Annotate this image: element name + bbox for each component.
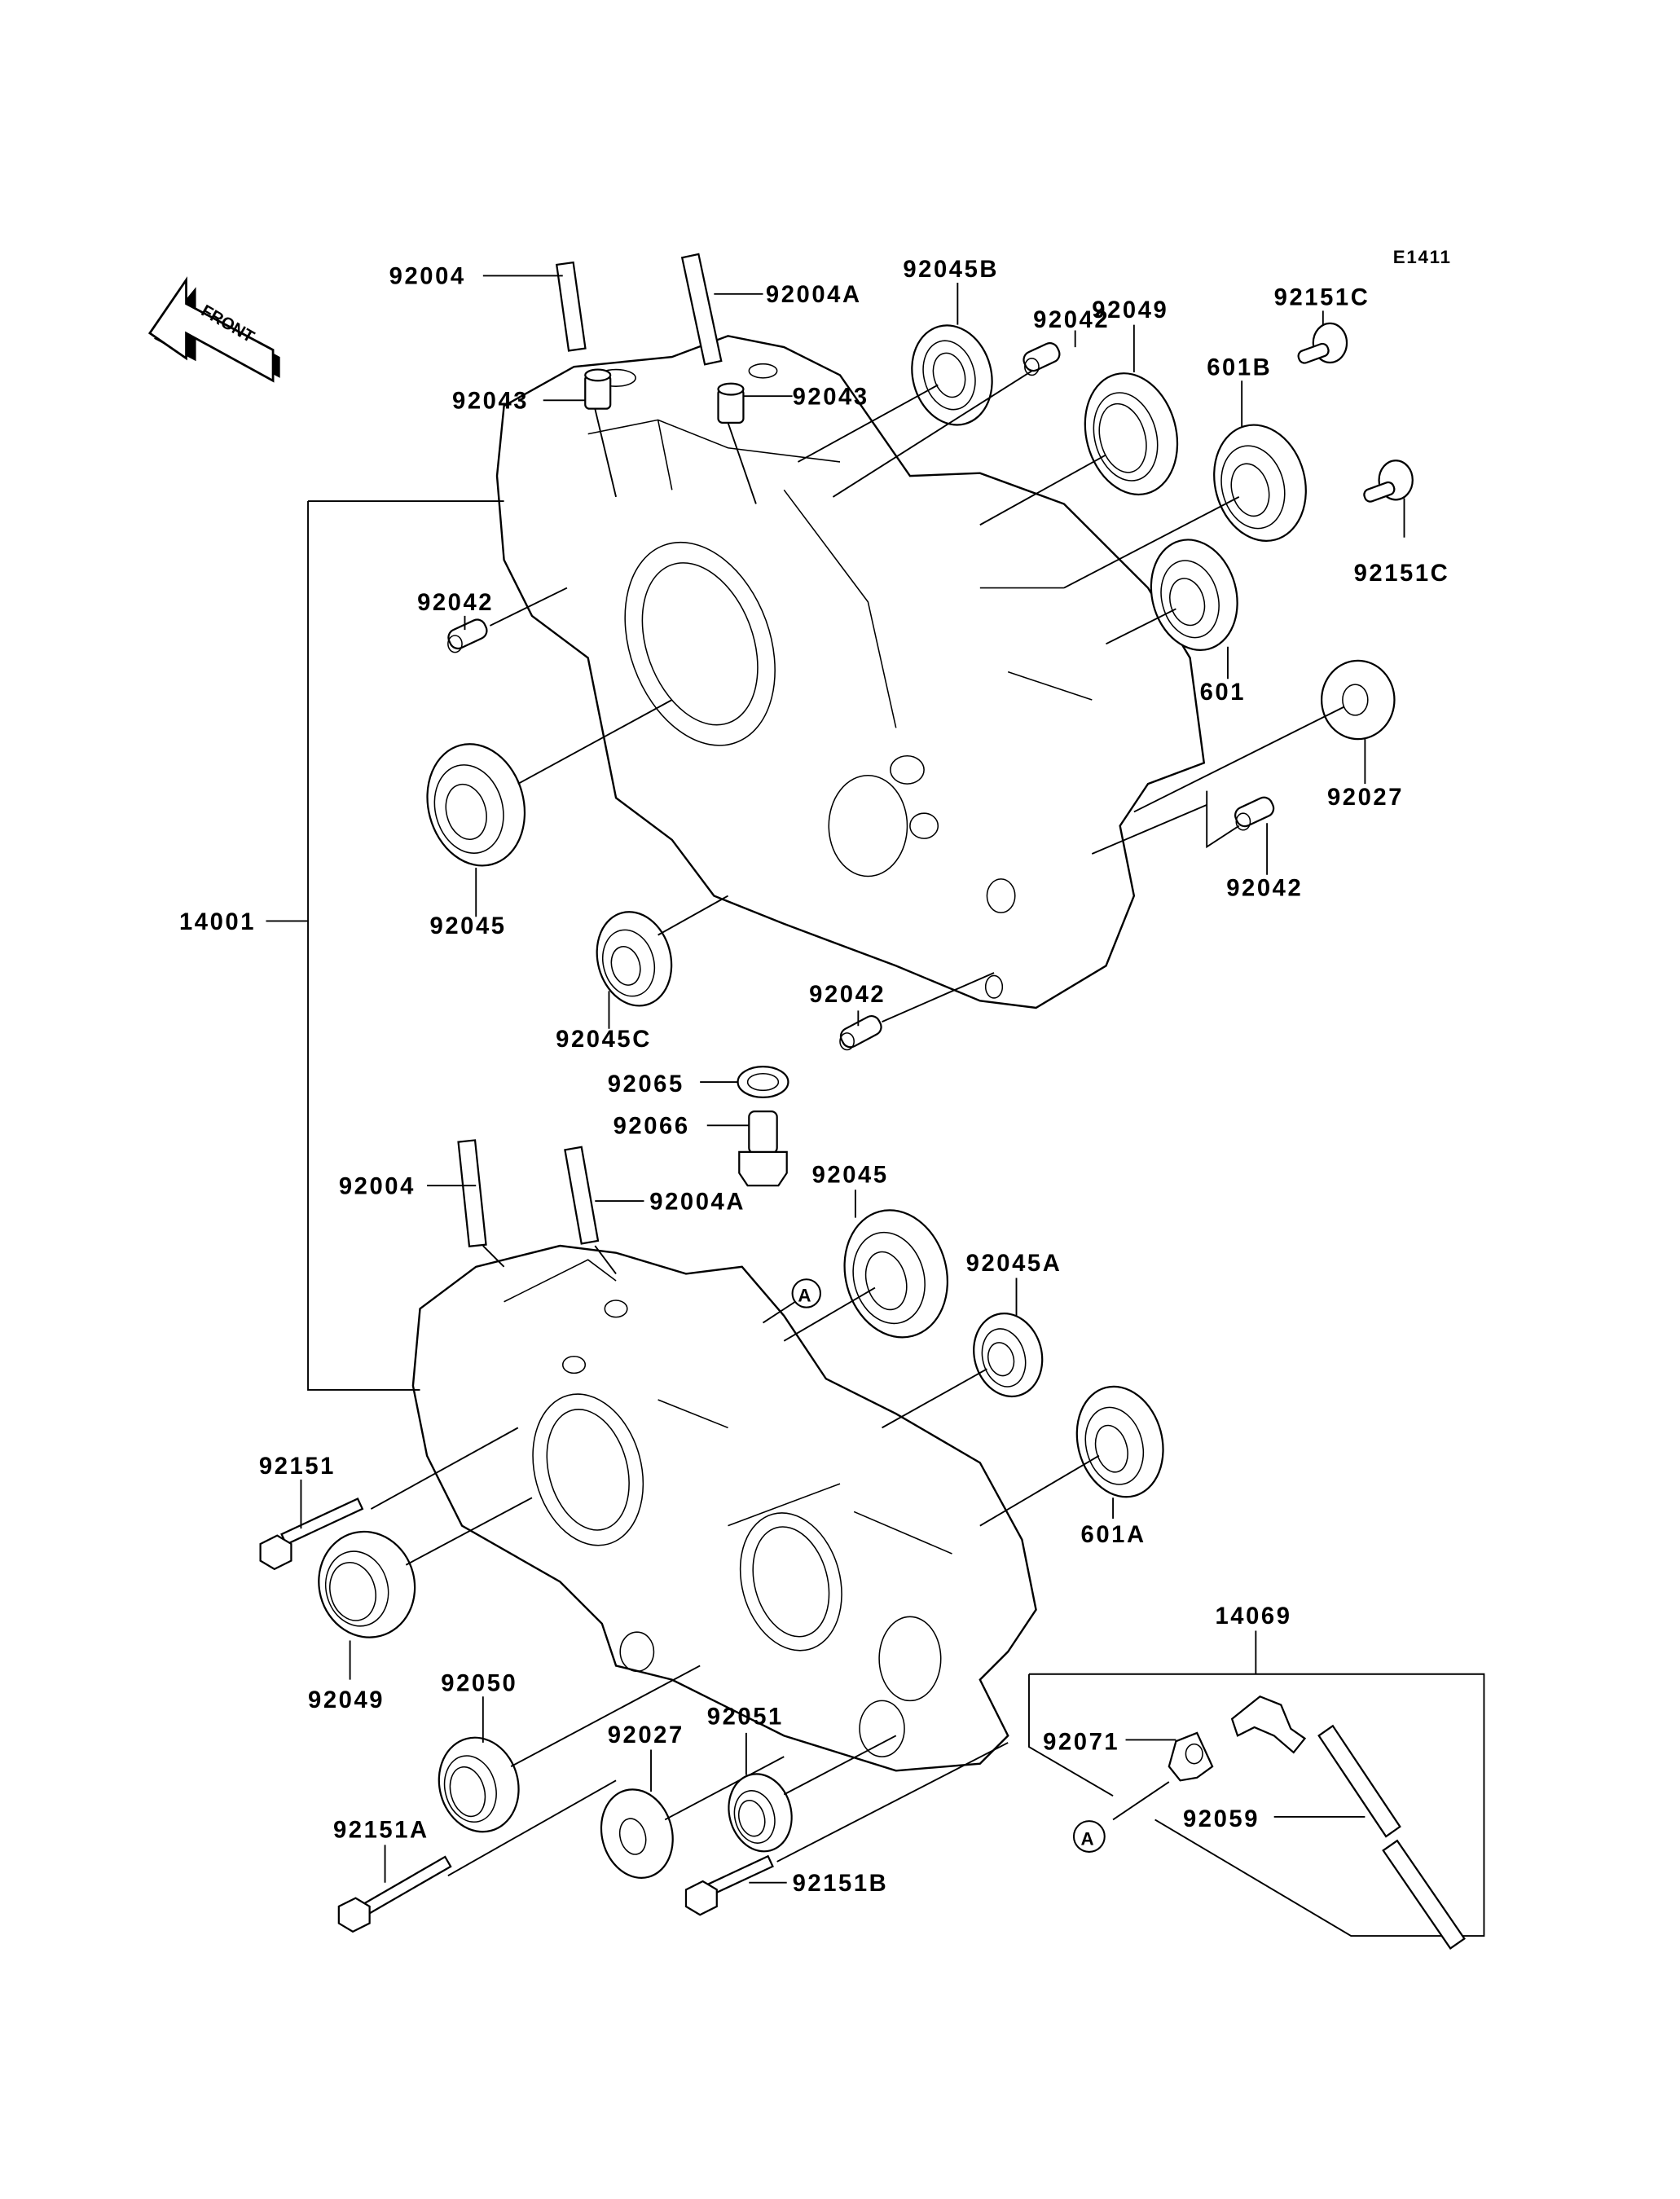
grommet-92071: 92071 — [1043, 1730, 1214, 1782]
svg-text:92027: 92027 — [1327, 785, 1404, 811]
lower-crankcase-half — [411, 1244, 1037, 1772]
svg-text:601A: 601A — [1081, 1522, 1146, 1548]
svg-text:A: A — [1081, 1828, 1094, 1849]
svg-text:92004: 92004 — [389, 264, 466, 290]
svg-text:92059: 92059 — [1183, 1806, 1260, 1832]
stud-92004A-upper: 92004A — [680, 253, 862, 366]
svg-text:92042: 92042 — [1033, 307, 1110, 333]
bolt-92151: 92151 — [259, 1427, 519, 1571]
assembly-bracket-14001: 14001 — [179, 500, 504, 1391]
label-14001: 14001 — [179, 909, 256, 935]
svg-text:92043: 92043 — [793, 385, 869, 411]
bolt-92151C-right: 92151C — [1354, 460, 1450, 587]
svg-text:92004: 92004 — [339, 1173, 416, 1199]
bearing-601B: 601B — [1063, 354, 1307, 589]
svg-text:92065: 92065 — [608, 1071, 684, 1097]
dowel-92043-left: 92043 — [452, 368, 617, 498]
svg-text:92049: 92049 — [308, 1687, 385, 1713]
drain-plug-92066: 92066 — [614, 1110, 788, 1187]
dowel-92043-right: 92043 — [717, 382, 869, 504]
svg-text:92004A: 92004A — [649, 1189, 745, 1215]
svg-text:92042: 92042 — [809, 982, 886, 1008]
svg-text:92151A: 92151A — [333, 1818, 429, 1844]
figure-code: E1411 — [1393, 247, 1452, 267]
svg-text:A: A — [798, 1286, 811, 1306]
svg-text:92051: 92051 — [707, 1704, 784, 1731]
stud-92004-lower: 92004 — [339, 1139, 505, 1268]
oil-seal-92050: 92050 — [438, 1665, 701, 1833]
reference-marker-a-box: A — [1072, 1781, 1170, 1853]
svg-text:92071: 92071 — [1043, 1730, 1119, 1756]
reference-marker-a-case: A — [762, 1278, 821, 1324]
svg-text:92045: 92045 — [430, 913, 507, 939]
dowel-92042-left: 92042 — [417, 587, 568, 653]
upper-crankcase-half — [495, 335, 1206, 1009]
svg-text:92049: 92049 — [1092, 297, 1168, 323]
tube-92059: 92059 — [1183, 1724, 1466, 1951]
svg-text:92151B: 92151B — [793, 1871, 889, 1897]
collar-92027-upper: 92027 — [1133, 659, 1404, 813]
bearing-601A: 601A — [979, 1385, 1164, 1548]
stud-92004A-lower: 92004A — [564, 1146, 745, 1274]
svg-text:92050: 92050 — [441, 1670, 517, 1696]
svg-text:601: 601 — [1200, 679, 1246, 706]
bearing-601: 601 — [1106, 539, 1246, 706]
bearing-92045A: 92045A — [882, 1251, 1062, 1429]
bolt-92151C-top: 92151C — [1274, 285, 1370, 364]
oil-seal-92049-lower: 92049 — [308, 1497, 533, 1713]
dowel-92042-right: 92042 — [1091, 790, 1303, 902]
oil-seal-92051: 92051 — [707, 1704, 897, 1853]
collar-92027-lower: 92027 — [600, 1722, 785, 1879]
stud-92004-upper: 92004 — [389, 261, 587, 352]
svg-text:92045A: 92045A — [966, 1251, 1062, 1277]
bolt-92151B: 92151B — [684, 1742, 1009, 1916]
svg-text:92043: 92043 — [452, 389, 529, 415]
dowel-92042-top: 92042 — [832, 307, 1110, 498]
bearing-92045B: 92045B — [797, 257, 999, 463]
svg-text:92045: 92045 — [812, 1163, 889, 1189]
svg-text:601B: 601B — [1207, 354, 1272, 380]
svg-text:92151: 92151 — [259, 1454, 336, 1480]
svg-text:92004A: 92004A — [766, 282, 862, 308]
bearing-92045C: 92045C — [556, 895, 728, 1053]
bearing-92045-lower: 92045 — [783, 1163, 949, 1342]
svg-text:92042: 92042 — [417, 590, 494, 616]
svg-text:92027: 92027 — [608, 1722, 684, 1748]
elbow-fitting — [1230, 1695, 1307, 1754]
svg-text:92151C: 92151C — [1354, 561, 1450, 587]
svg-text:92045C: 92045C — [556, 1027, 652, 1053]
bearing-92045-upper: 92045 — [426, 699, 673, 939]
svg-text:92042: 92042 — [1226, 876, 1303, 902]
front-arrow-icon: FRONT — [147, 276, 280, 383]
svg-text:14069: 14069 — [1216, 1603, 1292, 1629]
dowel-92042-bottom: 92042 — [809, 972, 995, 1051]
oil-seal-92049-upper: 92049 — [979, 297, 1179, 526]
bolt-92151A: 92151A — [333, 1779, 617, 1933]
svg-text:92151C: 92151C — [1274, 285, 1370, 311]
svg-text:92045B: 92045B — [903, 257, 999, 283]
svg-text:92066: 92066 — [614, 1114, 690, 1140]
gasket-92065: 92065 — [608, 1066, 789, 1099]
assembly-box-14069: 14069 92071 A 92059 — [1028, 1603, 1485, 1951]
